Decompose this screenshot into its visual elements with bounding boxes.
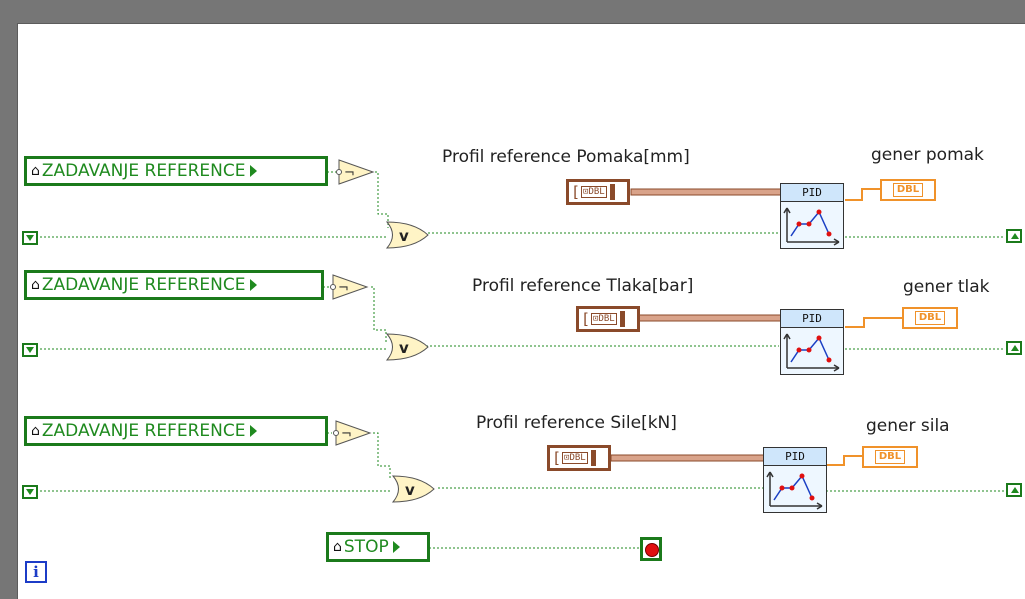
zadavanje-reference-control[interactable]: ⌂ ZADAVANJE REFERENCE xyxy=(24,416,328,446)
control-label: ZADAVANJE REFERENCE xyxy=(41,161,246,181)
array-type: ⊡DBL xyxy=(581,186,607,198)
dbl-type: DBL xyxy=(914,311,946,325)
profile-graph-icon xyxy=(766,471,823,510)
or-symbol: v xyxy=(399,227,409,245)
profile-array-constant[interactable]: [ ⊡DBL xyxy=(547,445,611,471)
output-arrow-icon xyxy=(590,450,596,466)
house-icon: ⌂ xyxy=(31,277,40,293)
array-wire xyxy=(630,188,782,196)
while-loop-frame-edge xyxy=(17,23,18,599)
profile-label: Profil reference Sile[kN] xyxy=(476,413,677,433)
array-wire xyxy=(638,314,782,322)
array-type: ⊡DBL xyxy=(562,452,588,464)
not-gate-icon[interactable]: ¬ xyxy=(329,272,371,302)
bool-wire xyxy=(373,432,391,480)
bracket-icon: [ xyxy=(571,183,581,201)
house-icon: ⌂ xyxy=(31,423,40,439)
output-arrow-icon xyxy=(249,279,257,291)
output-indicator[interactable]: DBL xyxy=(902,307,958,329)
profile-graph-icon xyxy=(783,207,840,246)
array-wire xyxy=(610,454,766,462)
stop-label: STOP xyxy=(343,537,389,557)
iteration-terminal[interactable]: i xyxy=(25,561,47,583)
dbl-wire xyxy=(845,317,902,328)
dbl-type: DBL xyxy=(874,450,906,464)
not-symbol: ¬ xyxy=(344,166,355,181)
while-loop-frame-left xyxy=(0,0,18,599)
profile-array-constant[interactable]: [ ⊡DBL xyxy=(566,179,630,205)
while-loop-frame-top xyxy=(0,0,1025,23)
output-arrow-icon xyxy=(392,541,400,553)
not-gate-icon[interactable]: ¬ xyxy=(332,418,374,448)
bracket-icon: [ xyxy=(552,449,562,467)
house-icon: ⌂ xyxy=(333,539,342,555)
loop-condition-stop-icon[interactable] xyxy=(640,537,662,561)
output-indicator[interactable]: DBL xyxy=(880,179,936,201)
output-arrow-icon xyxy=(249,165,257,177)
pid-label: PID xyxy=(764,448,826,466)
stop-button-control[interactable]: ⌂ STOP xyxy=(326,532,430,562)
control-label: ZADAVANJE REFERENCE xyxy=(41,421,246,441)
dbl-type: DBL xyxy=(892,183,924,197)
pid-setpoint-profile-vi[interactable]: PID xyxy=(763,447,827,513)
or-gate-icon[interactable]: v xyxy=(390,473,438,505)
shift-register-right[interactable] xyxy=(1006,229,1022,243)
dbl-wire xyxy=(845,188,880,201)
bracket-icon: [ xyxy=(581,310,591,328)
output-label: gener tlak xyxy=(903,277,990,297)
profile-graph-icon xyxy=(783,333,840,372)
profile-label: Profil reference Pomaka[mm] xyxy=(442,147,690,167)
pid-setpoint-profile-vi[interactable]: PID xyxy=(780,309,844,375)
output-arrow-icon xyxy=(249,425,257,437)
output-label: gener sila xyxy=(866,416,950,436)
not-symbol: ¬ xyxy=(338,281,349,296)
or-symbol: v xyxy=(405,481,415,499)
pid-label: PID xyxy=(781,310,843,328)
shift-register-right[interactable] xyxy=(1006,341,1022,355)
output-arrow-icon xyxy=(609,184,615,200)
output-label: gener pomak xyxy=(871,145,984,165)
control-label: ZADAVANJE REFERENCE xyxy=(41,275,246,295)
pid-setpoint-profile-vi[interactable]: PID xyxy=(780,183,844,249)
shift-register-right[interactable] xyxy=(1006,483,1022,497)
zadavanje-reference-control[interactable]: ⌂ ZADAVANJE REFERENCE xyxy=(24,270,324,300)
dbl-wire xyxy=(826,455,862,466)
bool-wire xyxy=(375,171,389,228)
or-gate-icon[interactable]: v xyxy=(384,219,432,251)
or-gate-icon[interactable]: v xyxy=(384,331,432,363)
profile-label: Profil reference Tlaka[bar] xyxy=(472,276,694,296)
not-gate-icon[interactable]: ¬ xyxy=(335,157,377,187)
shift-register-left[interactable] xyxy=(22,485,38,499)
pid-label: PID xyxy=(781,184,843,202)
output-indicator[interactable]: DBL xyxy=(862,446,918,468)
or-symbol: v xyxy=(399,339,409,357)
while-loop-frame-edge xyxy=(18,23,1025,24)
shift-register-left[interactable] xyxy=(22,343,38,357)
shift-register-left[interactable] xyxy=(22,231,38,245)
zadavanje-reference-control[interactable]: ⌂ ZADAVANJE REFERENCE xyxy=(24,156,328,186)
house-icon: ⌂ xyxy=(31,163,40,179)
array-type: ⊡DBL xyxy=(591,313,617,325)
output-arrow-icon xyxy=(619,311,625,327)
profile-array-constant[interactable]: [ ⊡DBL xyxy=(576,306,640,332)
not-symbol: ¬ xyxy=(341,427,352,442)
bool-wire xyxy=(371,286,387,343)
